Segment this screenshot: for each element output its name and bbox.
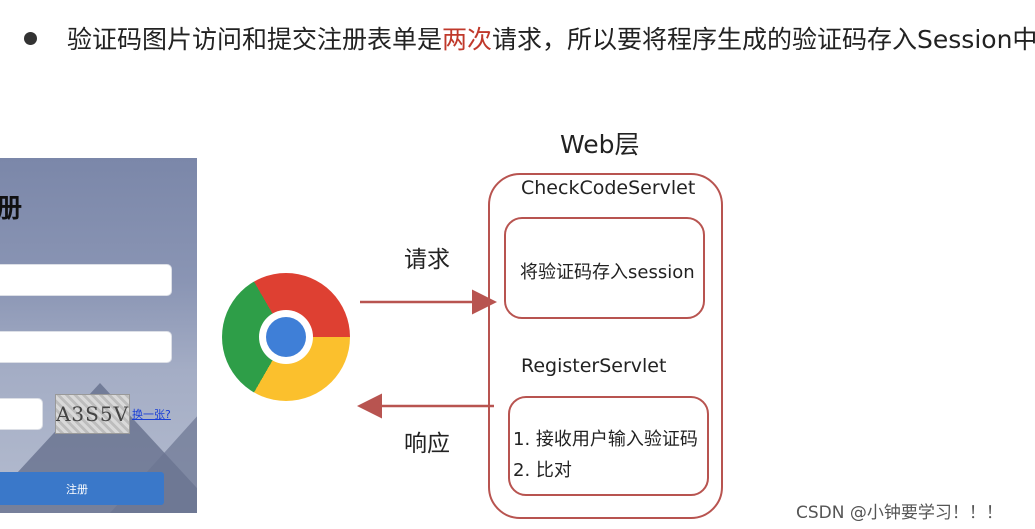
headline-highlight: 两次	[442, 25, 493, 54]
register-submit-button[interactable]: 注册	[0, 472, 164, 505]
refresh-captcha-link[interactable]: 换一张?	[132, 408, 171, 421]
check-code-action: 将验证码存入session	[520, 262, 695, 283]
headline-text-after: 请求，所以要将程序生成的验证码存入Session中	[492, 25, 1035, 54]
password-field[interactable]	[0, 331, 172, 363]
chrome-browser-icon	[222, 273, 350, 401]
register-servlet-box	[508, 396, 709, 496]
register-step-2: 2. 比对	[513, 460, 572, 481]
captcha-input[interactable]	[0, 398, 43, 430]
register-form-screenshot: 册 A3S5V 换一张? 注册	[0, 158, 197, 513]
captcha-image[interactable]: A3S5V	[55, 394, 130, 434]
register-step-1: 1. 接收用户输入验证码	[513, 429, 698, 450]
chrome-core	[266, 317, 306, 357]
request-label: 请求	[404, 247, 450, 273]
watermark: CSDN @小钟要学习！！！	[796, 503, 1003, 523]
response-label: 响应	[404, 431, 450, 457]
check-code-servlet-name: CheckCodeServlet	[521, 177, 696, 199]
web-tier-container	[488, 173, 723, 519]
username-field[interactable]	[0, 264, 172, 296]
form-title: 册	[0, 194, 23, 224]
headline-text-before: 验证码图片访问和提交注册表单是	[67, 25, 443, 54]
headline: 验证码图片访问和提交注册表单是两次请求，所以要将程序生成的验证码存入Sessio…	[24, 18, 1035, 58]
register-servlet-name: RegisterServlet	[521, 355, 667, 377]
web-tier-title: Web层	[560, 130, 640, 159]
bullet-icon	[24, 31, 37, 45]
check-code-servlet-box	[504, 217, 705, 319]
